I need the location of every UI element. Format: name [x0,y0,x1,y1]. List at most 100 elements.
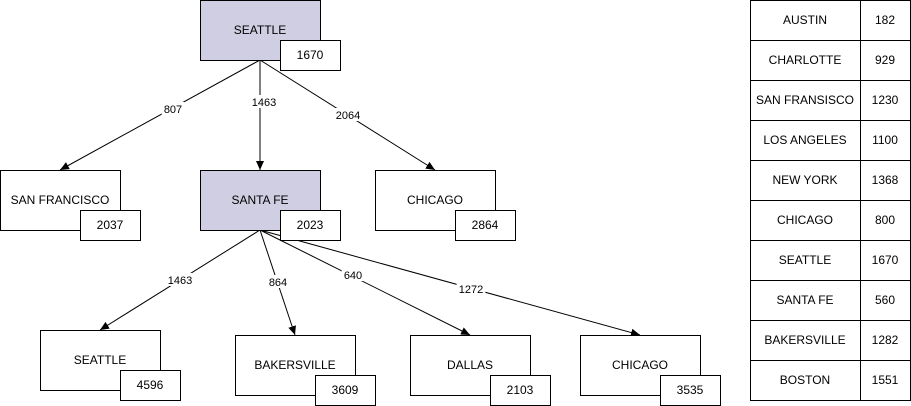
node-city-name: CHICAGO [612,358,668,372]
table-heuristic-value: 800 [875,213,895,227]
table-city-name: CHICAGO [777,213,833,227]
node-chicago-top: CHICAGO 2864 [375,170,516,241]
edge-n-santa-fe-to-n-bakersville: 864 [259,229,296,336]
node-cost-value: 4596 [137,378,164,392]
table-value-cell [860,240,911,281]
node-city-name: SANTA FE [231,193,288,207]
node-city-name: SEATTLE [234,23,286,37]
node-city-name: CHICAGO [407,193,463,207]
node-cost-value: 2864 [472,218,499,232]
edge-n-santa-fe-to-n-dallas: 640 [259,229,471,336]
table-city-cell [750,80,861,121]
edge-cost-label: 864 [269,277,287,289]
table-city-cell [750,360,861,401]
edge-n-seattle-root-to-n-san-francisco: 807 [59,59,261,171]
node-value-box [120,370,181,401]
table-city-cell [750,40,861,81]
edge-label-background [333,108,363,121]
node-value-box [80,210,141,241]
edge-cost-label: 1463 [252,97,276,109]
node-cost-value: 2103 [507,383,534,397]
table-row: CHICAGO 800 [750,200,911,241]
edge-label-background [161,102,185,115]
edges-layer: 807 1463 2064 1463 864 640 1272 [59,59,641,337]
edge-n-seattle-root-to-n-santa-fe: 1463 [249,60,279,170]
table-city-name: SEATTLE [779,253,831,267]
edge-label-background [341,268,365,281]
edge-cost-label: 2064 [336,110,360,122]
table-city-name: BAKERSVILLE [764,333,845,347]
table-city-name: SAN FRANSISCO [756,93,854,107]
edge-n-santa-fe-to-n-chicago-leaf: 1272 [259,229,641,337]
table-row: SAN FRANSISCO 1230 [750,80,911,121]
table-heuristic-value: 1368 [872,173,899,187]
node-value-box [455,210,516,241]
edge-line [259,229,471,336]
table-row: SANTA FE 560 [750,280,911,321]
edge-cost-label: 807 [164,104,182,116]
node-value-box [280,40,341,71]
node-chicago-leaf: CHICAGO 3535 [580,335,721,406]
node-cost-value: 1670 [297,48,324,62]
table-city-name: AUSTIN [783,13,827,27]
table-heuristic-value: 182 [875,13,895,27]
edge-cost-label: 640 [344,270,362,282]
edge-line [59,59,261,171]
node-cost-value: 2037 [97,218,124,232]
table-row: NEW YORK 1368 [750,160,911,201]
table-heuristic-value: 1100 [872,133,898,147]
node-cost-value: 3535 [677,383,704,397]
table-row: BAKERSVILLE 1282 [750,320,911,361]
node-san-francisco: SAN FRANCISCO 2037 [0,170,141,241]
table-heuristic-value: 929 [875,53,895,67]
node-bakersville: BAKERSVILLE 3609 [235,335,376,406]
table-city-cell [750,280,861,321]
table-city-name: LOS ANGELES [763,133,846,147]
edge-cost-label: 1272 [459,284,483,296]
node-city-name: DALLAS [447,358,493,372]
node-cost-value: 3609 [332,383,359,397]
table-heuristic-value: 560 [875,293,895,307]
node-value-box [490,375,551,406]
node-city-name: BAKERSVILLE [254,358,335,372]
node-dallas: DALLAS 2103 [410,335,551,406]
node-value-box [660,375,721,406]
table-value-cell [860,280,911,321]
table-value-cell [860,320,911,361]
table-value-cell [860,160,911,201]
table-heuristic-value: 1282 [872,333,899,347]
node-value-box [315,375,376,406]
table-heuristic-value: 1670 [872,253,899,267]
edge-label-background [165,273,195,286]
table-city-name: BOSTON [780,373,830,387]
table-heuristic-value: 1230 [872,93,899,107]
edge-label-background [249,95,279,108]
edge-n-santa-fe-to-n-seattle-leaf: 1463 [99,229,261,331]
edge-label-background [266,275,290,288]
table-value-cell [860,200,911,241]
table-row: BOSTON 1551 [750,360,911,401]
node-santa-fe: SANTA FE 2023 [200,170,341,241]
edge-n-seattle-root-to-n-chicago-top: 2064 [259,59,436,171]
node-city-name: SAN FRANCISCO [11,193,110,207]
node-cost-value: 2023 [297,218,324,232]
node-city-name: SEATTLE [74,353,126,367]
edge-cost-label: 1463 [168,275,192,287]
table-city-name: SANTA FE [776,293,833,307]
table-city-cell [750,0,861,41]
table-city-name: NEW YORK [772,173,837,187]
edge-line [259,229,641,337]
table-city-name: CHARLOTTE [769,53,842,67]
table-row: SEATTLE 1670 [750,240,911,281]
table-row: CHARLOTTE 929 [750,40,911,81]
node-value-box [280,210,341,241]
node-seattle-root: SEATTLE 1670 [200,0,341,71]
table-row: AUSTIN 182 [750,0,911,41]
table-row: LOS ANGELES 1100 [750,120,911,161]
table-heuristic-value: 1551 [872,373,899,387]
node-seattle-leaf: SEATTLE 4596 [40,330,181,401]
edge-label-background [456,282,486,295]
